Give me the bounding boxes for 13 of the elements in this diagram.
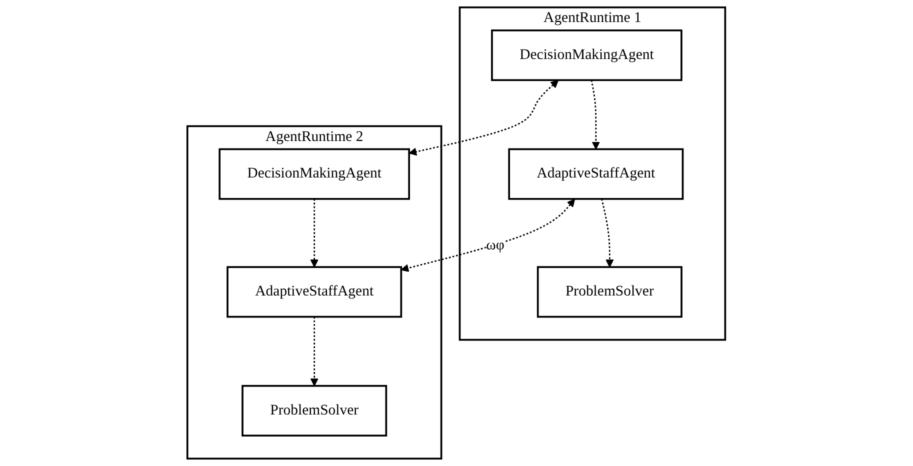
arrow [601, 198, 614, 268]
arrow [408, 80, 559, 156]
arrow [310, 198, 319, 268]
node-box: DecisionMakingAgent [218, 148, 410, 200]
node-box: DecisionMakingAgent [491, 29, 683, 82]
edge-label: ωφ [486, 238, 505, 254]
node-box: ProblemSolver [537, 266, 683, 318]
node-box: AdaptiveStaffAgent [226, 266, 402, 318]
node-box: AdaptiveStaffAgent [508, 148, 684, 200]
arrow [591, 80, 600, 150]
arrow [401, 198, 576, 272]
node-box: ProblemSolver [242, 384, 388, 437]
arrow [310, 316, 319, 386]
